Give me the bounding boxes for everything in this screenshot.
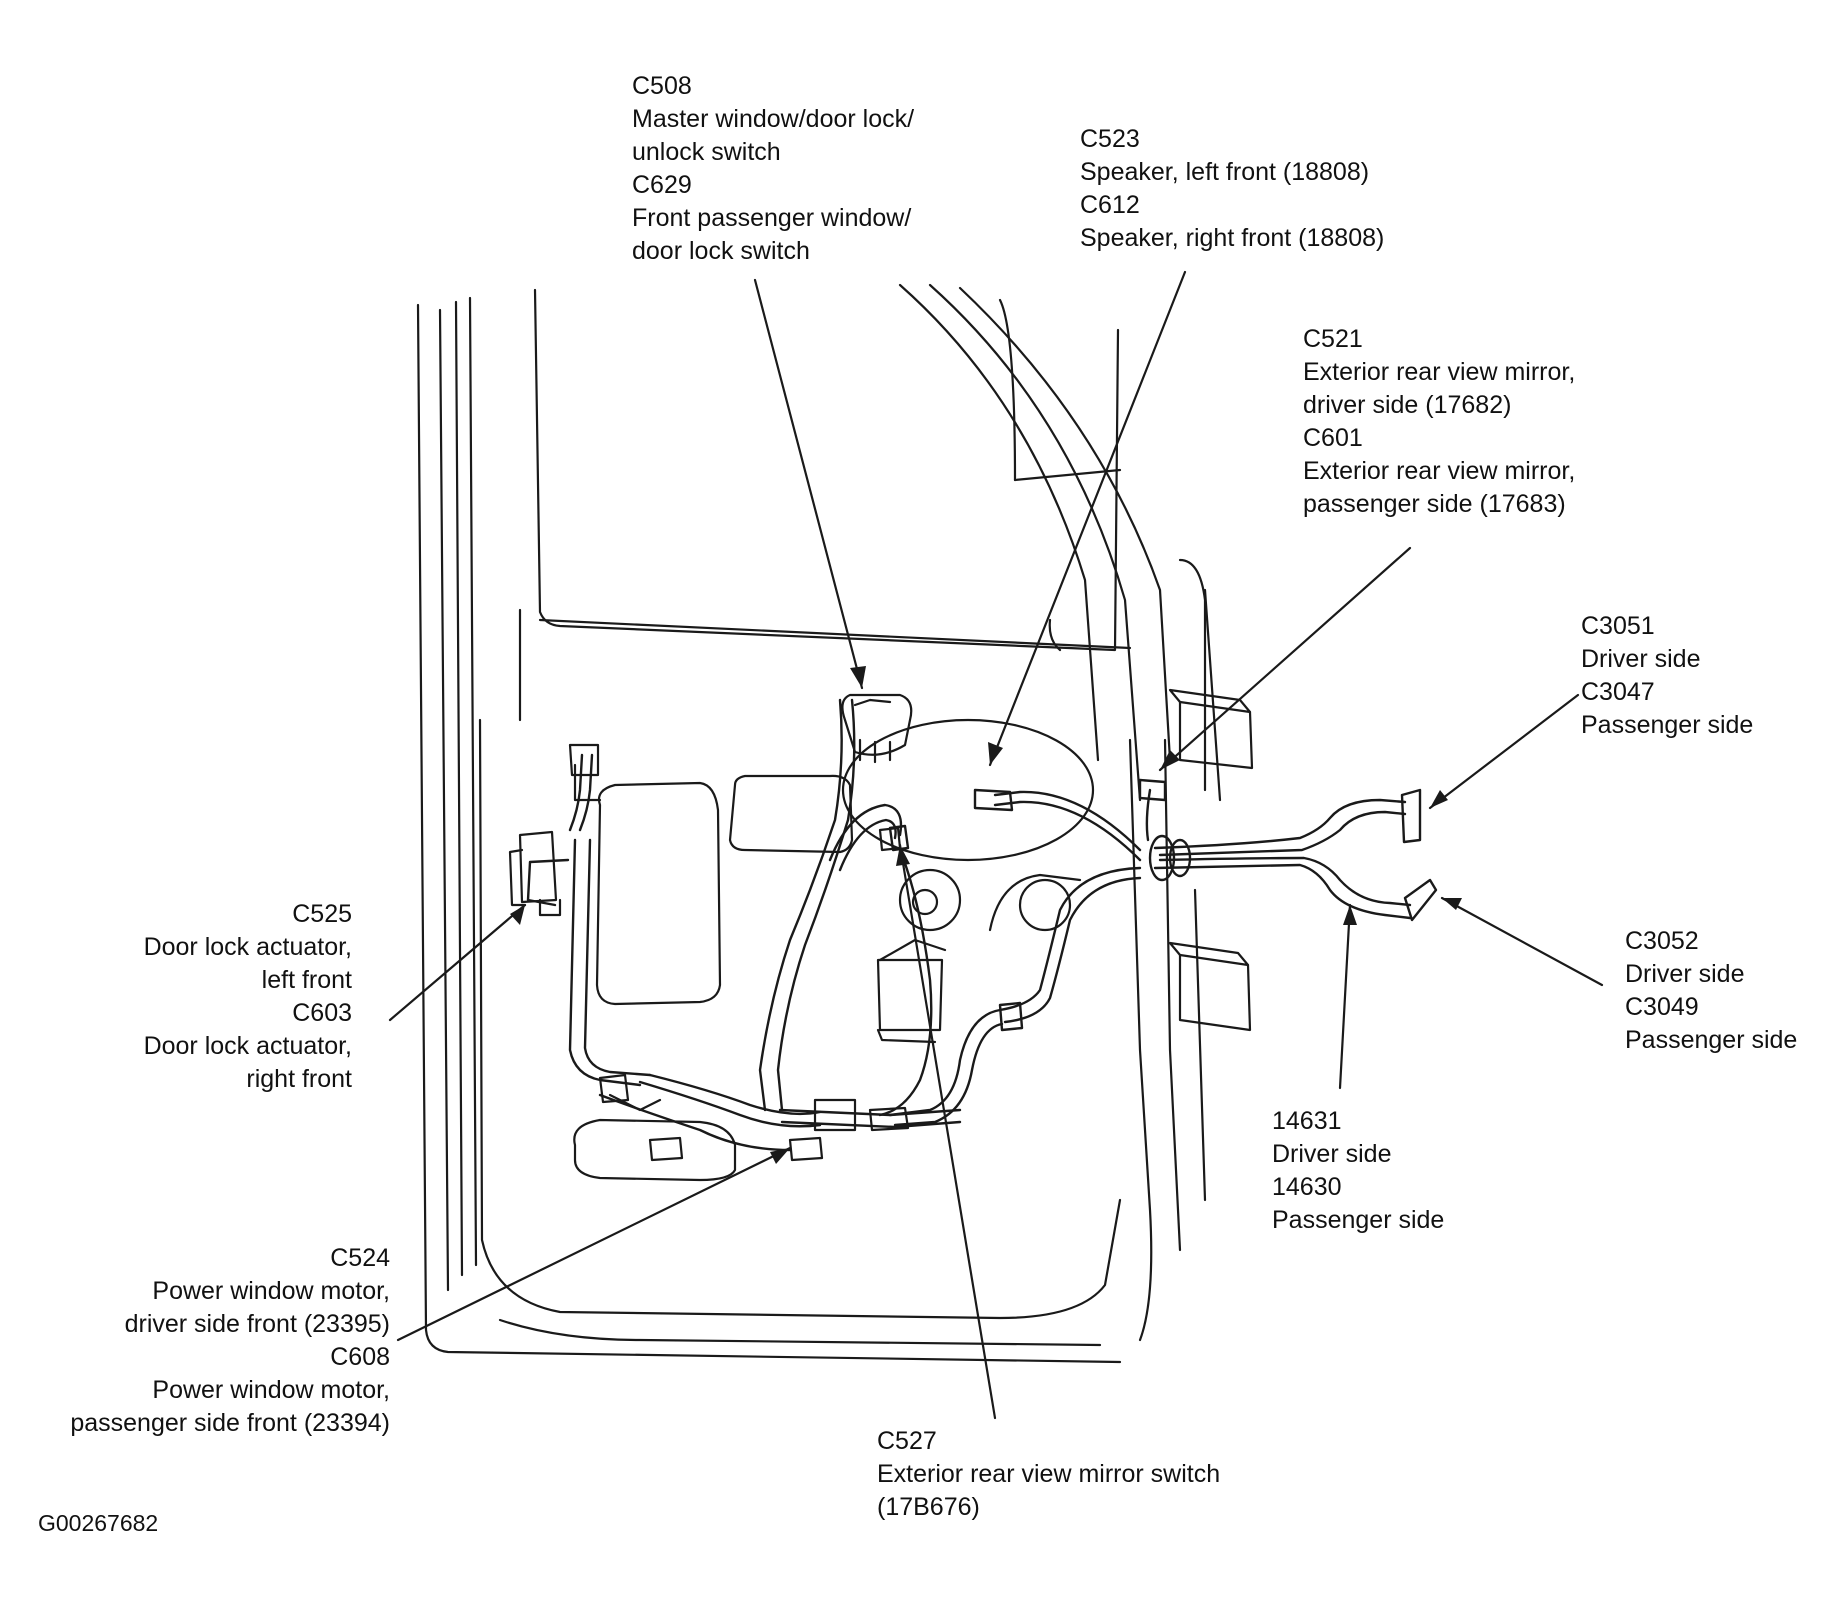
door-panel-cutouts (573, 718, 1095, 1182)
callout-line: passenger side front (23394) (70, 1409, 390, 1437)
callout-line: unlock switch (632, 138, 781, 166)
callout-c524-c608: C524 Power window motor, driver side fro… (10, 1242, 390, 1440)
callout-line: C525 (292, 900, 352, 928)
callout-line: Speaker, left front (18808) (1080, 158, 1370, 186)
callout-line: C3051 (1581, 612, 1655, 640)
callout-line: Passenger side (1581, 711, 1754, 739)
callout-line: Driver side (1581, 645, 1701, 673)
figure-code: G00267682 (38, 1510, 159, 1536)
callout-line: Door lock actuator, (143, 1032, 352, 1060)
callout-line: (17B676) (877, 1493, 980, 1521)
callout-line: left front (261, 966, 352, 994)
callout-line: Passenger side (1272, 1206, 1445, 1234)
callout-line: C523 (1080, 125, 1140, 153)
callout-line: C508 (632, 72, 692, 100)
callout-line: Speaker, right front (18808) (1080, 224, 1385, 252)
callout-line: right front (246, 1065, 352, 1093)
callout-line: Driver side (1272, 1140, 1392, 1168)
wiring-harness (526, 698, 1438, 1152)
callout-line: Exterior rear view mirror, (1303, 358, 1576, 386)
callout-line: C601 (1303, 424, 1363, 452)
connectors (508, 693, 913, 1162)
callout-line: C3047 (1581, 678, 1655, 706)
callout-leaders (388, 270, 1604, 1420)
door-frame (416, 283, 1222, 1364)
callout-line: Door lock actuator, (143, 933, 352, 961)
door-hinges (1168, 688, 1254, 1032)
callout-c3051-c3047: C3051 Driver side C3047 Passenger side (1581, 610, 1753, 742)
callout-line: 14631 (1272, 1107, 1342, 1135)
callout-line: door lock switch (632, 237, 810, 265)
callout-14631-14630: 14631 Driver side 14630 Passenger side (1272, 1105, 1444, 1237)
callout-c3052-c3049: C3052 Driver side C3049 Passenger side (1625, 925, 1797, 1057)
callout-line: C603 (292, 999, 352, 1027)
callout-line: Master window/door lock/ (632, 105, 915, 133)
callout-line: Passenger side (1625, 1026, 1798, 1054)
callout-c521-c601: C521 Exterior rear view mirror, driver s… (1303, 323, 1575, 521)
callout-line: Exterior rear view mirror, (1303, 457, 1576, 485)
callout-line: C3049 (1625, 993, 1699, 1021)
callout-line: Power window motor, (152, 1277, 390, 1305)
callout-line: Exterior rear view mirror switch (877, 1460, 1221, 1488)
callout-line: C524 (330, 1244, 390, 1272)
callout-c527: C527 Exterior rear view mirror switch (1… (877, 1425, 1220, 1524)
callout-line: 14630 (1272, 1173, 1342, 1201)
callout-line: C608 (330, 1343, 390, 1371)
callout-line: passenger side (17683) (1303, 490, 1566, 518)
arrowheads (510, 666, 1462, 1164)
callout-c508-c629: C508 Master window/door lock/ unlock swi… (632, 70, 914, 268)
callout-line: C3052 (1625, 927, 1699, 955)
callout-line: driver side front (23395) (124, 1310, 390, 1338)
callout-line: driver side (17682) (1303, 391, 1512, 419)
callout-c523-c612: C523 Speaker, left front (18808) C612 Sp… (1080, 123, 1384, 255)
callout-line: Driver side (1625, 960, 1745, 988)
callout-line: C629 (632, 171, 692, 199)
callout-line: Power window motor, (152, 1376, 390, 1404)
callout-line: C527 (877, 1427, 937, 1455)
callout-line: Front passenger window/ (632, 204, 912, 232)
callout-line: C521 (1303, 325, 1363, 353)
callout-line: C612 (1080, 191, 1140, 219)
callout-c525-c603: C525 Door lock actuator, left front C603… (60, 898, 352, 1096)
